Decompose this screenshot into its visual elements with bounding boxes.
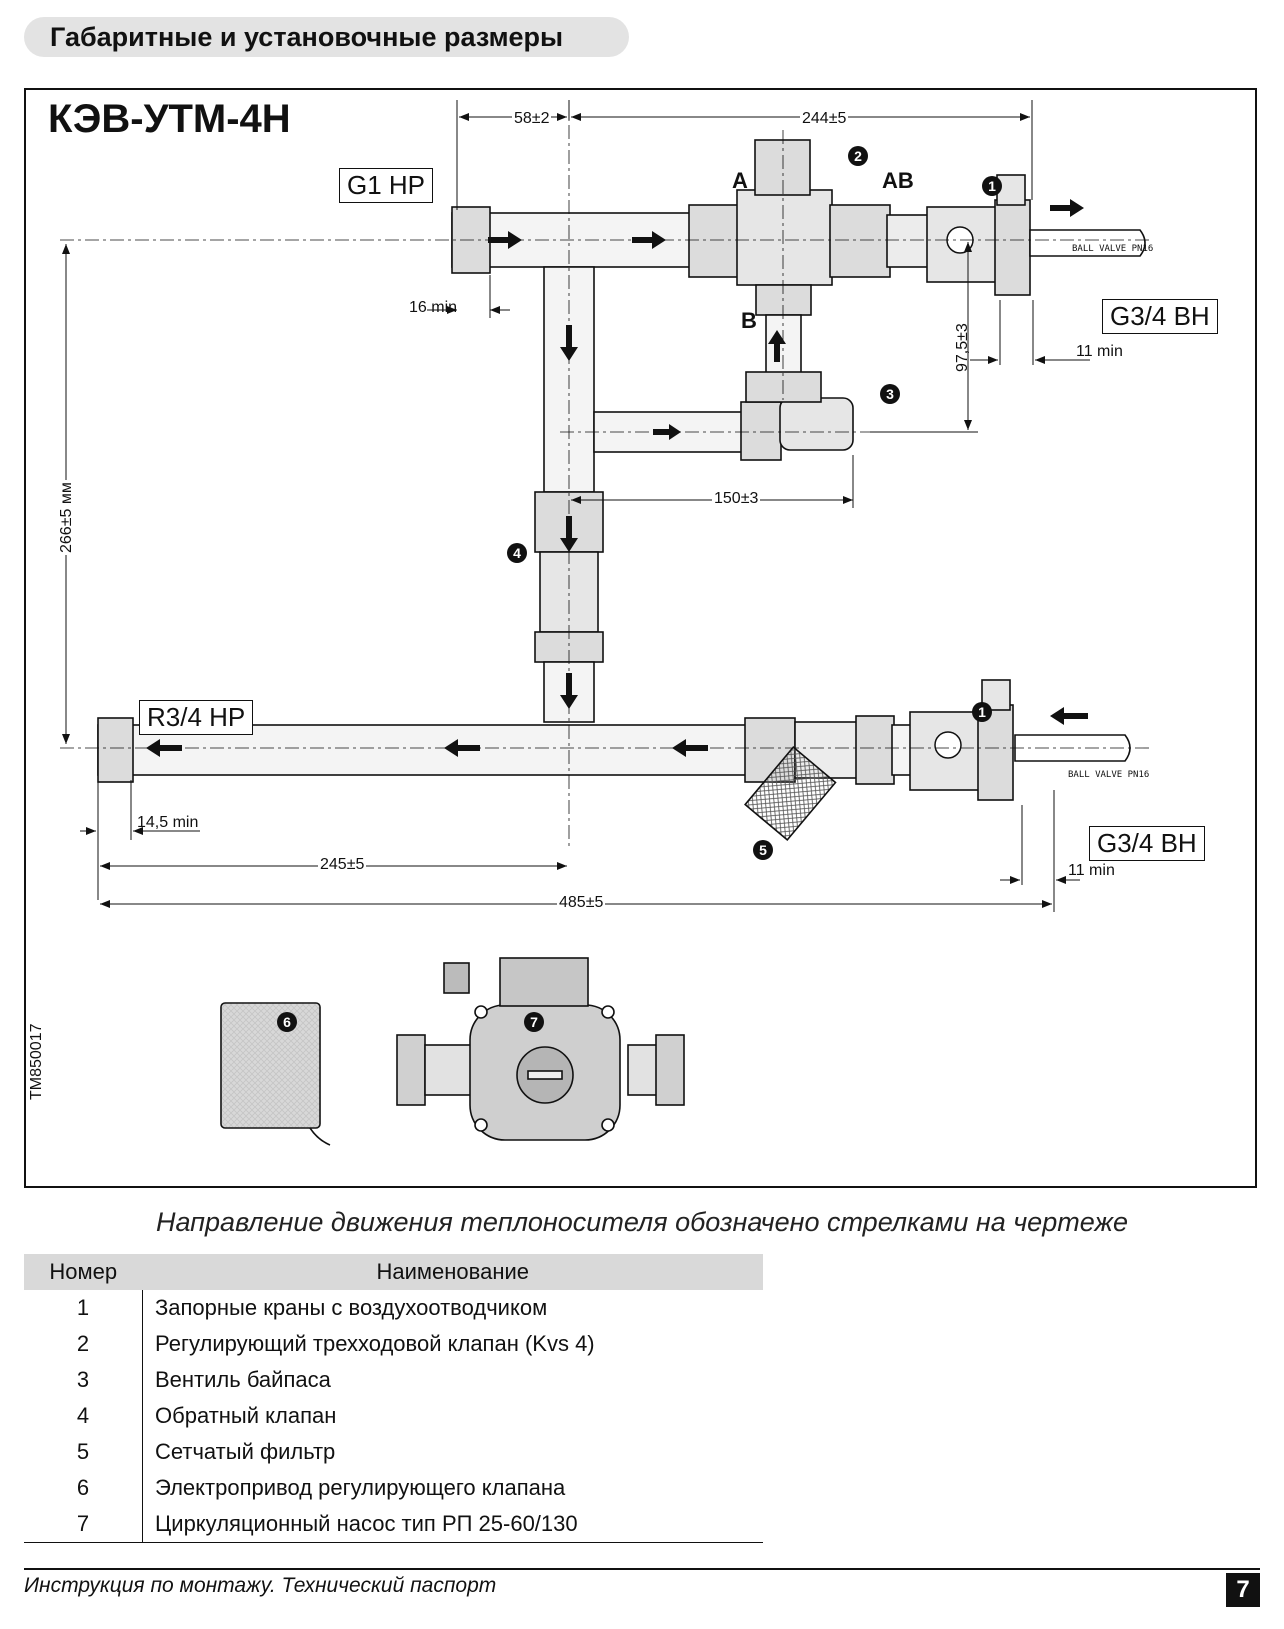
three-way-valve-head xyxy=(754,139,811,196)
header-name: Наименование xyxy=(142,1254,763,1290)
bypass-riser-nut xyxy=(745,371,822,403)
row-number: 5 xyxy=(24,1434,143,1470)
row-number: 1 xyxy=(24,1290,143,1326)
dim-97-5: 97,5±3 xyxy=(954,323,971,372)
dim-11min-top: 11 min xyxy=(1076,343,1123,360)
section-header-pill xyxy=(24,17,629,57)
ball-valve-text-top: BALL VALVE PN16 xyxy=(1072,244,1154,254)
bypass-riser-pipe xyxy=(765,314,802,376)
footer-text: Инструкция по монтажу. Технический паспо… xyxy=(24,1574,497,1597)
legend-header-row: Номер Наименование xyxy=(24,1254,763,1290)
ball-valve-handle-top xyxy=(1029,229,1146,257)
label-outlet-bottom: R3/4 НР xyxy=(139,700,254,735)
caption: Направление движения теплоносителя обозн… xyxy=(155,1207,1129,1237)
marker-2: 2 xyxy=(848,146,868,166)
drawing-code: TM850017 xyxy=(28,1023,45,1101)
valve-port-b xyxy=(755,284,812,316)
legend-row: 2 Регулирующий трехходовой клапан (Kvs 4) xyxy=(24,1326,763,1362)
flow-arrows xyxy=(146,199,1088,757)
row-name: Обратный клапан xyxy=(155,1403,337,1428)
strainer-screen xyxy=(744,745,837,842)
dim-266: 266±5 мм xyxy=(58,480,76,555)
marker-1-bottom: 1 xyxy=(972,702,992,722)
row-name: Регулирующий трехходовой клапан (Kvs 4) xyxy=(155,1331,595,1356)
marker-7: 7 xyxy=(524,1012,544,1032)
valve-port-ab xyxy=(829,204,891,278)
row-name: Циркуляционный насос тип РП 25-60/130 xyxy=(142,1506,763,1543)
legend-table: Номер Наименование 1 Запорные краны с воз… xyxy=(24,1254,763,1543)
strainer-nut-right xyxy=(855,715,895,785)
bypass-valve xyxy=(779,397,854,451)
dim-245: 245±5 xyxy=(318,856,367,874)
row-number: 6 xyxy=(24,1470,143,1506)
label-valve-port-top: G3/4 ВН xyxy=(1102,299,1218,334)
dim-150: 150±3 xyxy=(712,490,761,508)
actuator-drawing xyxy=(220,1002,331,1146)
air-vent-top xyxy=(994,199,1031,296)
marker-3: 3 xyxy=(880,384,900,404)
marker-1-top: 1 xyxy=(982,176,1002,196)
label-port-b: В xyxy=(741,308,757,333)
marker-5: 5 xyxy=(753,840,773,860)
row-number: 7 xyxy=(24,1506,143,1543)
marker-6: 6 xyxy=(277,1012,297,1032)
row-number: 4 xyxy=(24,1398,143,1434)
label-inlet-top: G1 НР xyxy=(339,168,434,203)
row-number: 2 xyxy=(24,1326,143,1362)
bypass-nut xyxy=(740,401,782,461)
row-name: Вентиль байпаса xyxy=(155,1367,331,1392)
dim-16min: 16 min xyxy=(409,299,458,316)
section-title: Габаритные и установочные размеры xyxy=(50,22,564,52)
bottom-outlet-nut xyxy=(97,717,134,783)
three-way-valve-body xyxy=(736,189,833,286)
vent-knob-top xyxy=(996,174,1026,206)
label-port-a: А xyxy=(732,168,748,193)
drawing-frame xyxy=(24,88,1257,1188)
header-number: Номер xyxy=(24,1254,143,1290)
pump-drawing xyxy=(396,957,685,1141)
model-title: КЭВ-УТМ-4Н xyxy=(48,97,291,141)
legend-row: 5 Сетчатый фильтр xyxy=(24,1434,763,1470)
row-name: Электропривод регулирующего клапана xyxy=(155,1475,566,1500)
label-port-ab: АВ xyxy=(882,168,914,193)
page-number: 7 xyxy=(1226,1573,1260,1607)
row-number: 3 xyxy=(24,1362,143,1398)
label-valve-port-bottom: G3/4 ВН xyxy=(1089,826,1205,861)
strainer-body xyxy=(794,721,861,779)
footer-rule xyxy=(24,1568,1260,1570)
dim-14-5min: 14,5 min xyxy=(137,814,199,831)
marker-4: 4 xyxy=(507,543,527,563)
legend-row: 1 Запорные краны с воздухоотводчиком xyxy=(24,1290,763,1326)
legend-row: 6 Электропривод регулирующего клапана xyxy=(24,1470,763,1506)
dim-485: 485±5 xyxy=(557,894,606,912)
row-name: Запорные краны с воздухоотводчиком xyxy=(155,1295,548,1320)
dim-58: 58±2 xyxy=(512,110,552,128)
dim-11min-bottom: 11 min xyxy=(1068,862,1115,879)
legend-row: 3 Вентиль байпаса xyxy=(24,1362,763,1398)
adapter-top xyxy=(886,214,930,268)
ball-valve-text-bottom: BALL VALVE PN16 xyxy=(1068,770,1150,780)
valve-port-a xyxy=(688,204,740,278)
legend-row: 4 Обратный клапан xyxy=(24,1398,763,1434)
dim-244: 244±5 xyxy=(800,110,849,128)
row-name: Сетчатый фильтр xyxy=(155,1439,336,1464)
